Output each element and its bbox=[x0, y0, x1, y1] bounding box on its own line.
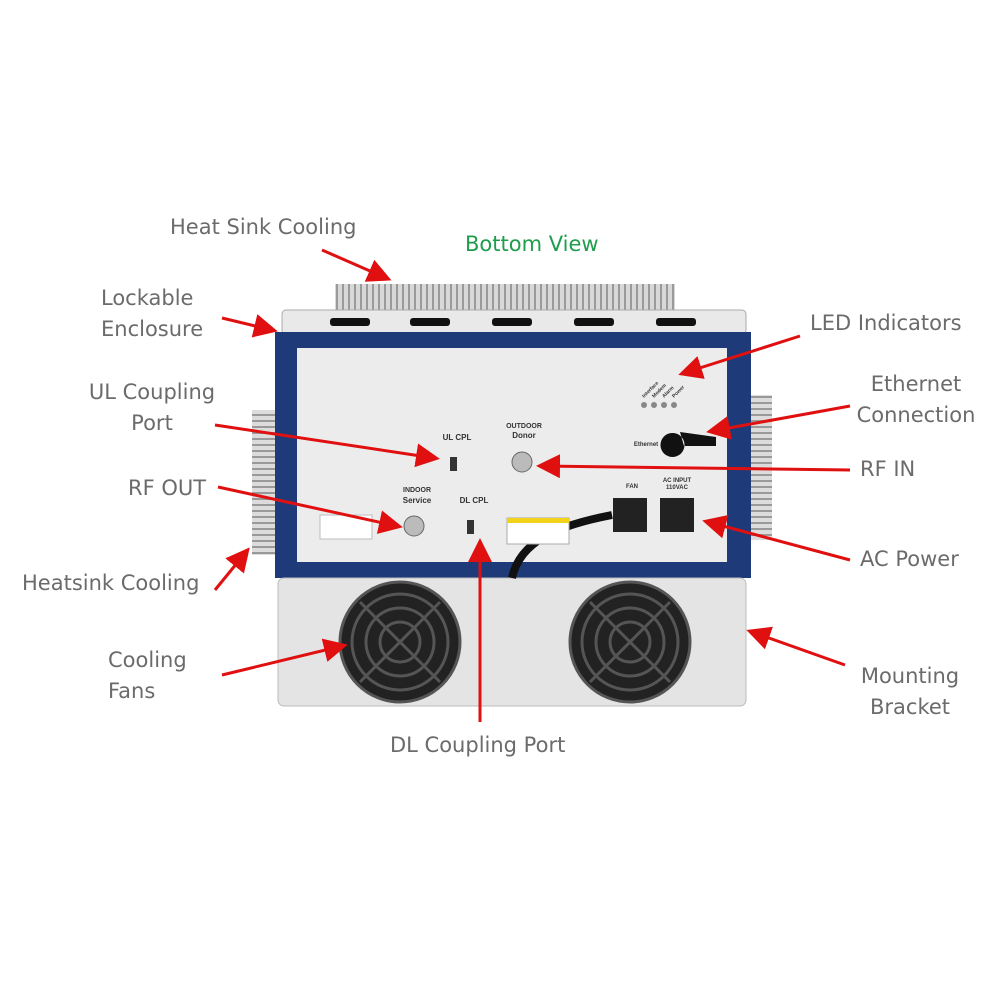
ul-cpl-connector bbox=[450, 457, 457, 471]
view-title: Bottom View bbox=[465, 232, 599, 256]
ul-cpl-text: UL CPL bbox=[443, 433, 472, 442]
rf-out-connector bbox=[403, 515, 425, 537]
ac-input-text: AC INPUT bbox=[663, 478, 692, 484]
fan-text: FAN bbox=[626, 484, 638, 490]
label-heat-sink-cooling: Heat Sink Cooling bbox=[170, 215, 357, 239]
cooling-fan-right bbox=[568, 580, 692, 704]
arrow-heatsink-side bbox=[213, 547, 250, 591]
heat-sink-fins bbox=[335, 284, 675, 314]
dl-cpl-connector bbox=[467, 520, 474, 534]
indoor-text: INDOOR bbox=[403, 487, 431, 494]
arrow-fans bbox=[221, 638, 348, 677]
donor-text: Donor bbox=[512, 431, 536, 440]
label-dl-coupling-port: DL Coupling Port bbox=[390, 733, 566, 757]
arrow-heat-sink bbox=[321, 248, 392, 282]
rf-in-connector bbox=[511, 451, 533, 473]
voltage-text: 110VAC bbox=[666, 485, 689, 491]
arrow-ethernet bbox=[706, 404, 851, 440]
ethernet-connector bbox=[660, 432, 716, 457]
arrow-ul-coupling bbox=[214, 423, 440, 468]
ethernet-text: Ethernet bbox=[634, 442, 658, 448]
label-ac-power: AC Power bbox=[860, 547, 959, 571]
arrow-bracket bbox=[746, 626, 846, 667]
led-indicators bbox=[641, 402, 677, 408]
dl-cpl-text: DL CPL bbox=[460, 496, 489, 505]
label-led-indicators: LED Indicators bbox=[810, 311, 962, 335]
callout-arrows bbox=[213, 248, 851, 722]
arrow-lockable bbox=[221, 314, 278, 338]
fan-connector bbox=[613, 498, 647, 532]
outdoor-text: OUTDOOR bbox=[506, 423, 542, 430]
arrow-led bbox=[678, 334, 801, 379]
label-rf-out: RF OUT bbox=[128, 476, 207, 500]
label-heatsink-cooling: Heatsink Cooling bbox=[22, 571, 200, 595]
ac-input-connector bbox=[660, 498, 694, 532]
arrow-rf-in bbox=[536, 454, 851, 479]
arrow-rf-out bbox=[217, 485, 403, 534]
label-rf-in: RF IN bbox=[860, 457, 916, 481]
service-text: Service bbox=[403, 496, 432, 505]
arrow-ac-power bbox=[702, 515, 851, 562]
cooling-fan-left bbox=[338, 580, 462, 704]
